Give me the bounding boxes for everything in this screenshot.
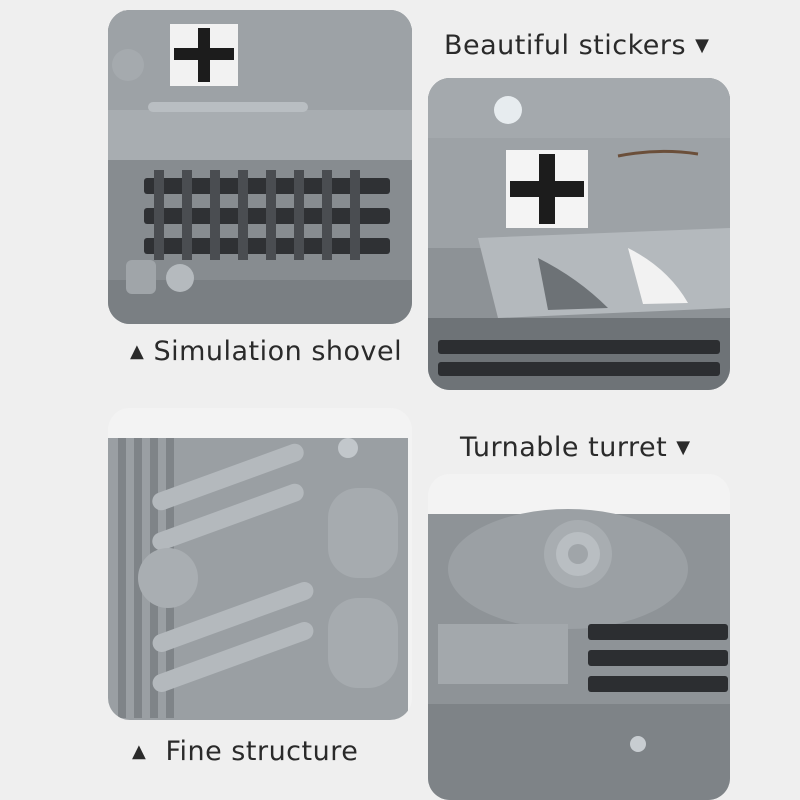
bar-parts xyxy=(152,443,314,692)
caption-text: Fine structure xyxy=(165,736,359,767)
caption-text: Turnable turret xyxy=(460,432,668,463)
caption-text: Beautiful stickers xyxy=(444,30,687,61)
photo-beautiful-stickers xyxy=(428,78,730,390)
down-triangle-icon: ▼ xyxy=(676,437,691,458)
up-triangle-icon: ▲ xyxy=(132,741,147,762)
caption-turnable-turret: Turnable turret ▼ xyxy=(460,432,691,463)
down-triangle-icon: ▼ xyxy=(695,35,710,56)
caption-fine-structure: ▲ Fine structure xyxy=(132,736,358,767)
track-links xyxy=(438,340,720,376)
photo-turnable-turret xyxy=(428,474,730,800)
track-links xyxy=(588,624,728,692)
balkenkreuz-decal xyxy=(506,150,588,228)
structure-illustration xyxy=(108,408,412,720)
caption-simulation-shovel: ▲ Simulation shovel xyxy=(130,336,402,367)
caption-beautiful-stickers: Beautiful stickers ▼ xyxy=(444,30,709,61)
caption-text: Simulation shovel xyxy=(153,336,403,367)
balkenkreuz-decal xyxy=(170,24,238,86)
shovel-illustration xyxy=(108,10,412,324)
stickers-illustration xyxy=(428,78,730,390)
up-triangle-icon: ▲ xyxy=(130,341,145,362)
turret-illustration xyxy=(428,474,730,800)
photo-simulation-shovel xyxy=(108,10,412,324)
photo-fine-structure xyxy=(108,408,412,720)
